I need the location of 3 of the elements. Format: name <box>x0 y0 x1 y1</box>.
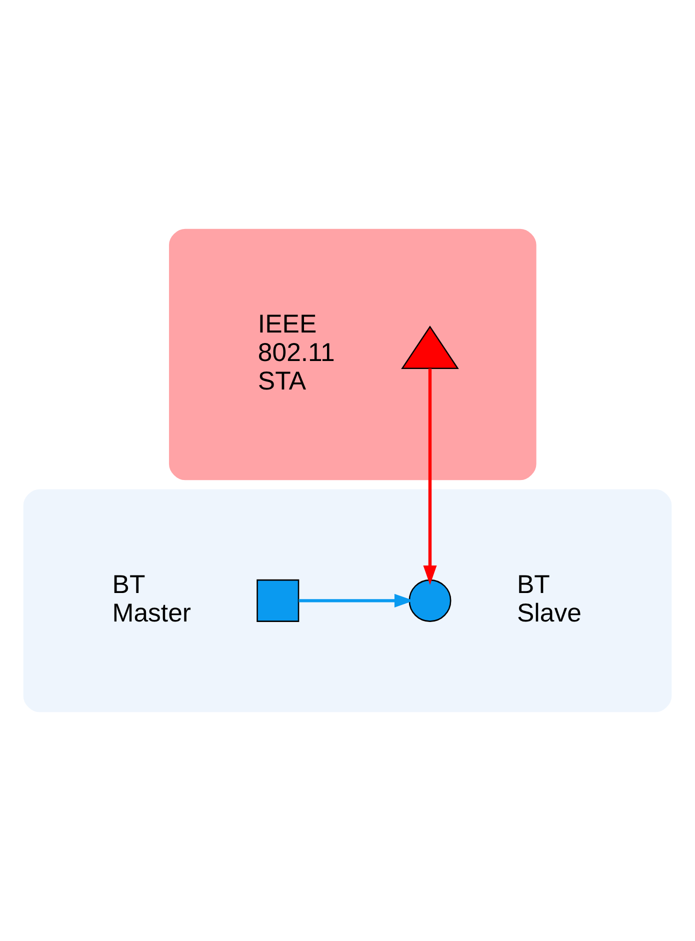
node-label: BT Slave <box>516 570 582 628</box>
node-label: IEEE 802.11 STA <box>258 310 335 396</box>
node-label: BT Master <box>112 570 192 628</box>
